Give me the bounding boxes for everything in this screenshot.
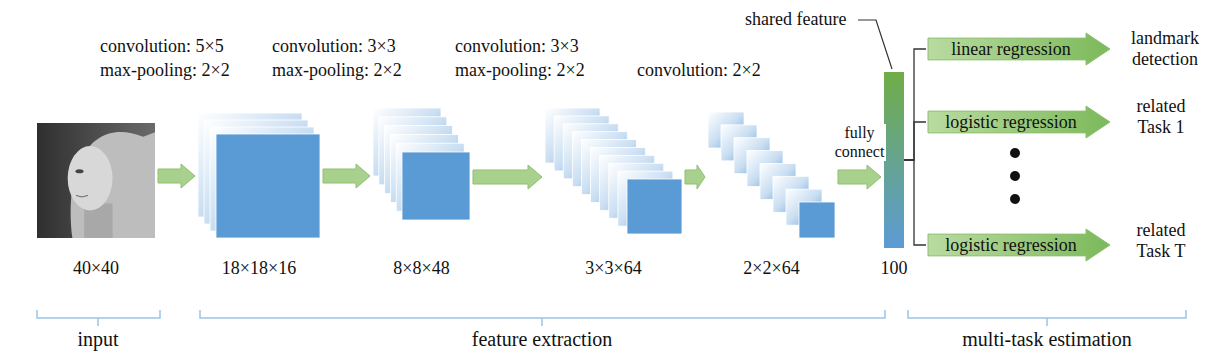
layer-spec: convolution: 5×5 bbox=[100, 36, 224, 57]
section-label: input bbox=[77, 328, 118, 351]
dot bbox=[1010, 148, 1020, 158]
dot bbox=[1010, 194, 1020, 204]
label-holder: landmark detection bbox=[1115, 28, 1215, 69]
feature-map bbox=[799, 202, 835, 238]
mouth bbox=[76, 195, 88, 197]
feature-map bbox=[216, 134, 320, 238]
feature-map-stack: 18×18×16 bbox=[198, 113, 320, 238]
text-holder: logistic regression bbox=[936, 106, 1086, 138]
label-holder: feature extraction bbox=[472, 328, 612, 351]
flow-arrow bbox=[685, 165, 705, 189]
caption-holder: 3×3×64 bbox=[585, 258, 641, 279]
dimension-label: 40×40 bbox=[73, 258, 119, 279]
section-brackets bbox=[37, 310, 1186, 326]
dimension-label: 100 bbox=[881, 258, 908, 279]
bracket-line bbox=[904, 122, 926, 160]
estimation-bracket bbox=[908, 310, 1186, 326]
layer-spec: max-pooling: 2×2 bbox=[455, 60, 585, 81]
label-holder: related Task 1 bbox=[1121, 96, 1201, 137]
layer-spec: convolution: 3×3 bbox=[272, 36, 396, 57]
edge-label: fully connect bbox=[834, 124, 886, 161]
callout-label: shared feature bbox=[745, 9, 846, 30]
label-holder: max-pooling: 2×2 bbox=[100, 60, 230, 81]
dimension-label: 18×18×16 bbox=[222, 258, 296, 279]
task-output: related Task 1 bbox=[1121, 96, 1201, 137]
shape-outline bbox=[37, 123, 155, 238]
ellipsis-dots bbox=[1010, 148, 1020, 204]
task-output: landmark detection bbox=[1115, 28, 1215, 69]
caption-holder: 100 bbox=[881, 258, 908, 279]
label-holder: multi-task estimation bbox=[962, 328, 1131, 351]
input-bracket bbox=[37, 310, 160, 326]
label-holder: convolution: 2×2 bbox=[637, 60, 761, 81]
label-holder: max-pooling: 2×2 bbox=[455, 60, 585, 81]
caption-holder: 18×18×16 bbox=[222, 258, 296, 279]
shared-feature-vector: 100 bbox=[884, 72, 904, 248]
face bbox=[68, 146, 113, 210]
feature-bracket bbox=[200, 310, 885, 326]
flow-arrow bbox=[158, 164, 195, 188]
caption-holder: 40×40 bbox=[73, 258, 119, 279]
shape-outline bbox=[373, 108, 470, 220]
layer-spec: max-pooling: 2×2 bbox=[272, 60, 402, 81]
regression-arrow: logistic regression bbox=[928, 106, 1110, 138]
dimension-label: 3×3×64 bbox=[585, 258, 641, 279]
section-label: multi-task estimation bbox=[962, 328, 1131, 351]
label-holder: convolution: 3×3 bbox=[272, 36, 396, 57]
eye bbox=[75, 169, 83, 173]
flow-arrow bbox=[323, 164, 370, 188]
layer-spec: convolution: 2×2 bbox=[637, 60, 761, 81]
label-holder: max-pooling: 2×2 bbox=[272, 60, 402, 81]
text-holder: logistic regression bbox=[936, 229, 1086, 261]
shape-outline bbox=[198, 113, 320, 238]
feature-map bbox=[627, 179, 682, 234]
text-holder: linear regression bbox=[936, 33, 1086, 65]
shape-outline bbox=[545, 108, 682, 234]
shape-outline bbox=[884, 72, 904, 248]
bracket-line bbox=[904, 49, 926, 160]
dimension-label: 2×2×64 bbox=[743, 258, 799, 279]
photo-background bbox=[37, 123, 155, 238]
block-arrow bbox=[928, 229, 1110, 261]
dot bbox=[1010, 171, 1020, 181]
label-holder: input bbox=[77, 328, 118, 351]
caption-holder: 2×2×64 bbox=[743, 258, 799, 279]
label-holder: related Task T bbox=[1121, 220, 1201, 261]
caption-holder: 8×8×48 bbox=[393, 258, 449, 279]
feature-vector bbox=[884, 72, 904, 248]
regression-arrow: logistic regression bbox=[928, 229, 1110, 261]
leader-line bbox=[858, 20, 892, 69]
regression-label: logistic regression bbox=[945, 112, 1076, 133]
shape-outline bbox=[708, 112, 835, 238]
block-arrow bbox=[928, 33, 1110, 65]
layer-spec: max-pooling: 2×2 bbox=[100, 60, 230, 81]
feature-map-stack: 3×3×64 bbox=[545, 108, 682, 234]
flow-arrow bbox=[473, 165, 542, 189]
bracket-line bbox=[904, 160, 926, 245]
feature-map bbox=[402, 152, 470, 220]
label-holder: convolution: 5×5 bbox=[100, 36, 224, 57]
regression-label: logistic regression bbox=[945, 235, 1076, 256]
section-label: feature extraction bbox=[472, 328, 612, 351]
feature-map-stack: 2×2×64 bbox=[708, 112, 835, 238]
label-holder: shared feature bbox=[745, 9, 846, 30]
input-image: 40×40 bbox=[37, 123, 155, 238]
task-output: related Task T bbox=[1121, 220, 1201, 261]
feature-map-stack: 8×8×48 bbox=[373, 108, 470, 220]
regression-label: linear regression bbox=[951, 39, 1070, 60]
edge-group bbox=[158, 49, 926, 245]
regression-arrow: linear regression bbox=[928, 33, 1110, 65]
layer-spec: convolution: 3×3 bbox=[455, 36, 579, 57]
label-holder: fully connect bbox=[834, 124, 886, 161]
flow-arrow bbox=[838, 165, 881, 189]
dimension-label: 8×8×48 bbox=[393, 258, 449, 279]
block-arrow bbox=[928, 106, 1110, 138]
label-holder: convolution: 3×3 bbox=[455, 36, 579, 57]
